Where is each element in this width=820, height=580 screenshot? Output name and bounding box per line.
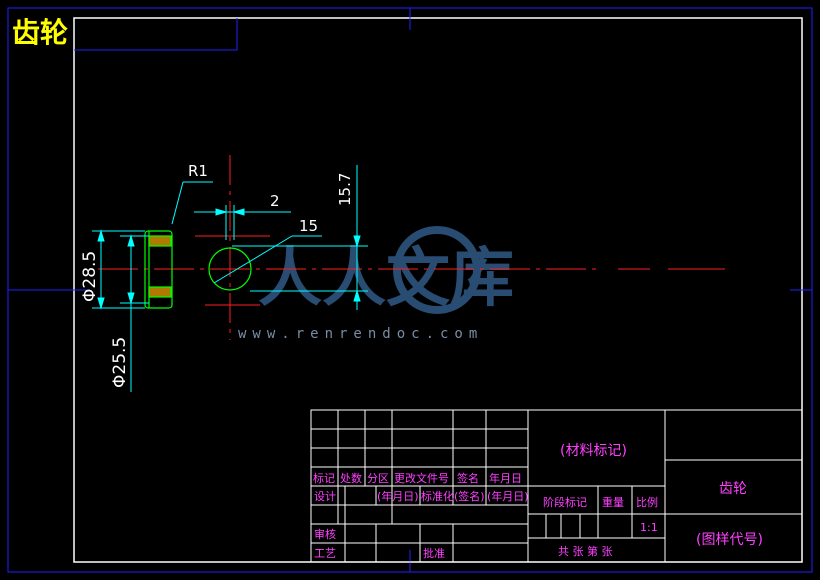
scale-value: 1:1 xyxy=(640,521,658,534)
lbl-sign-paren: (签名) xyxy=(454,489,485,503)
title-block xyxy=(310,409,803,563)
lbl-standardization: 标准化 xyxy=(421,489,454,503)
lbl-sheets: 共 张 第 张 xyxy=(558,544,613,558)
material-mark: (材料标记) xyxy=(560,443,627,459)
part-name: 齿轮 xyxy=(719,481,747,497)
gear-body xyxy=(144,230,173,309)
dim-circle-label: 15 xyxy=(299,217,318,235)
lbl-design: 设计 xyxy=(314,490,336,503)
title-block-labels: 标记 处数 分区 更改文件号 签名 年月日 设计 (年月日) 标准化 (签名) … xyxy=(313,443,763,560)
gear-front-circle xyxy=(208,247,252,291)
dim-phi-outer-label: Φ28.5 xyxy=(80,251,100,302)
hdr-count: 处数 xyxy=(340,472,362,485)
dimension-lines xyxy=(92,165,368,392)
watermark-url: www.renrendoc.com xyxy=(238,326,483,342)
height-arrow-top xyxy=(353,235,361,248)
hdr-change-doc: 更改文件号 xyxy=(394,471,449,485)
phi-inner-arrow-top xyxy=(127,234,135,247)
watermark-logo-ring xyxy=(393,226,481,314)
gear-hatch-bottom xyxy=(148,286,172,298)
gear-hatch-top xyxy=(148,235,172,247)
hdr-date: 年月日 xyxy=(489,471,522,485)
lbl-approve: 批准 xyxy=(423,546,445,560)
title-box xyxy=(74,18,238,51)
watermark: 人人文库 www.renrendoc.com xyxy=(238,226,514,342)
phi-outer-arrow-bottom xyxy=(97,297,105,310)
lbl-weight: 重量 xyxy=(602,495,624,509)
gap-arrow-right xyxy=(232,208,245,216)
lbl-review: 审核 xyxy=(314,527,336,541)
lbl-stage-mark: 阶段标记 xyxy=(543,495,587,509)
drawing-title: 齿轮 xyxy=(12,16,68,49)
hdr-signature: 签名 xyxy=(457,471,479,485)
lbl-date-paren: (年月日) xyxy=(377,489,419,503)
phi-inner-arrow-bottom xyxy=(127,292,135,305)
r1-leader xyxy=(171,181,184,225)
dim-phi-inner-label: Φ25.5 xyxy=(110,337,130,388)
dim-height-label: 15.7 xyxy=(336,173,354,206)
gap-arrow-left xyxy=(215,208,228,216)
watermark-text: 人人文库 xyxy=(258,242,514,316)
lbl-ratio: 比例 xyxy=(636,495,658,509)
circle-leader xyxy=(213,235,293,284)
dim-r1-label: R1 xyxy=(188,162,208,180)
dim-gap-label: 2 xyxy=(270,192,280,210)
lbl-date-paren2: (年月日) xyxy=(487,489,529,503)
height-arrow-bottom xyxy=(353,289,361,302)
lbl-process: 工艺 xyxy=(314,547,336,560)
hdr-mark: 标记 xyxy=(313,471,335,485)
drawing-code: (图样代号) xyxy=(696,532,763,548)
phi-outer-arrow-top xyxy=(97,229,105,242)
gear-side-view xyxy=(144,230,173,309)
hdr-zone: 分区 xyxy=(367,472,389,485)
